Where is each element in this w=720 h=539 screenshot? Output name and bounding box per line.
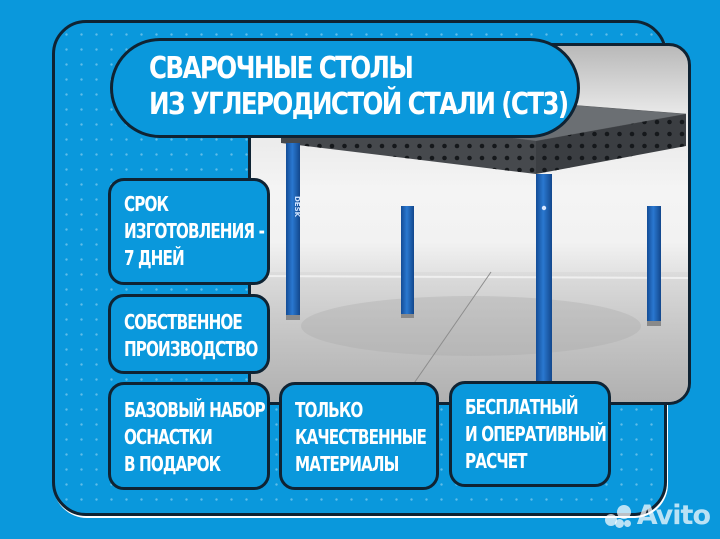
feature-text: качественные	[295, 425, 427, 449]
page-title-line-2: из углеродистой стали (Ст3)	[149, 87, 569, 122]
feature-quality-materials: Только качественные материалы	[279, 382, 439, 490]
feature-text: оснастки	[124, 425, 213, 449]
feature-own-production: Собственное производство	[108, 294, 270, 374]
feature-text: в подарок	[124, 452, 221, 476]
feature-text: расчет	[465, 449, 528, 473]
feature-text: и оперативный	[465, 422, 607, 446]
feature-text: изготовления -	[124, 219, 265, 243]
feature-text: Только	[295, 398, 363, 422]
feature-text: материалы	[295, 452, 399, 476]
avito-logo-text: Avito	[636, 500, 711, 531]
feature-text: Базовый набор	[124, 398, 266, 422]
title-pill: Сварочные столы из углеродистой стали (С…	[110, 38, 580, 138]
feature-free-calculation: Бесплатный и оперативный расчет	[449, 381, 611, 487]
feature-text: производство	[124, 337, 258, 361]
feature-text: Собственное	[124, 310, 243, 334]
feature-gift-tooling: Базовый набор оснастки в подарок	[108, 382, 270, 490]
feature-text: Бесплатный	[465, 395, 579, 419]
page-title-line-1: Сварочные столы	[149, 51, 414, 86]
leg-brand-text: DESK	[293, 196, 301, 218]
avito-dots-icon	[603, 502, 633, 530]
avito-watermark: Avito	[603, 500, 711, 531]
feature-text: 7 дней	[124, 246, 185, 270]
feature-text: Срок	[124, 192, 169, 216]
feature-production-time: Срок изготовления - 7 дней	[108, 178, 270, 285]
